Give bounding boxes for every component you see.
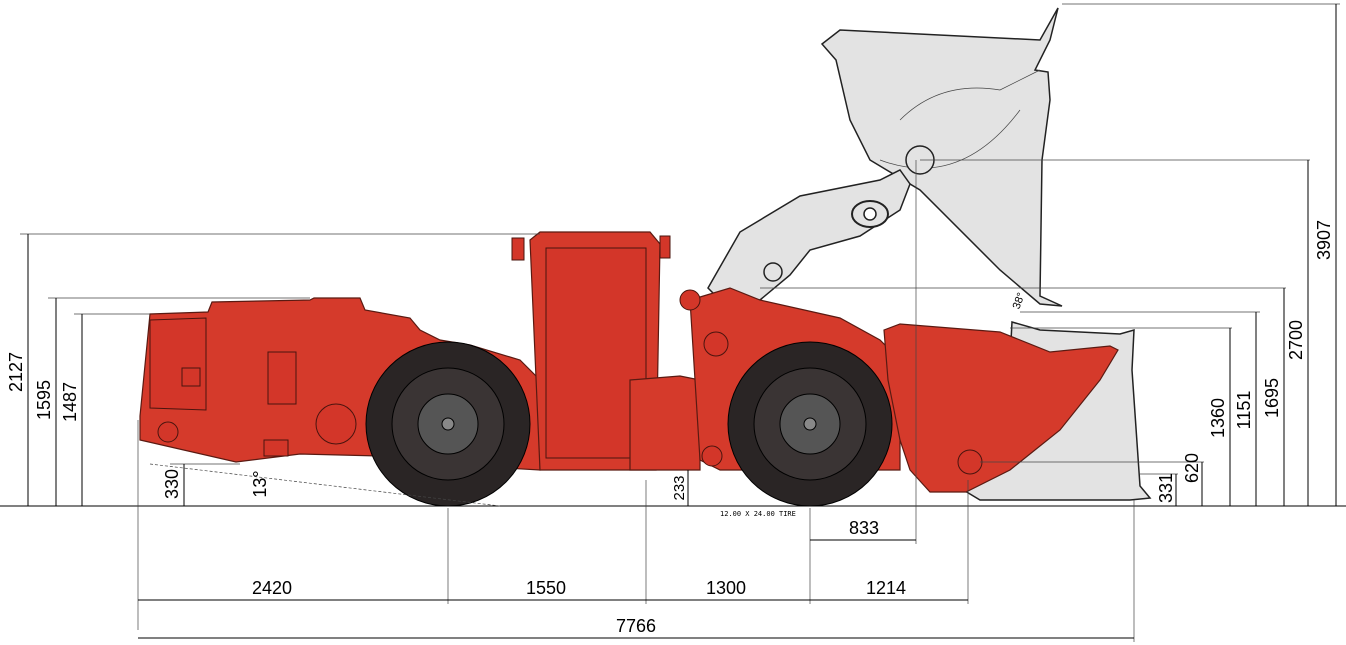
extension-lines	[20, 3, 1340, 642]
dim-1550: 1550	[526, 578, 566, 598]
dim-233: 233	[671, 475, 688, 500]
angle-13: 13°	[250, 470, 270, 497]
tire-label: 12.00 X 24.00 TIRE	[720, 510, 796, 518]
dim-1595: 1595	[34, 380, 54, 420]
dim-620: 620	[1182, 453, 1202, 483]
dim-2420: 2420	[252, 578, 292, 598]
front-tire	[727, 341, 893, 507]
dim-1151: 1151	[1234, 391, 1254, 430]
dim-1487: 1487	[60, 382, 80, 422]
dim-331: 331	[1156, 473, 1176, 503]
dim-330: 330	[162, 469, 182, 499]
boom-arm	[707, 169, 911, 301]
dim-1360: 1360	[1208, 398, 1228, 438]
dimension-lines	[27, 4, 1337, 639]
dim-3907: 3907	[1314, 220, 1334, 260]
dim-833: 833	[849, 518, 879, 538]
raised-bucket	[820, 7, 1063, 307]
dim-1300: 1300	[706, 578, 746, 598]
dim-1695: 1695	[1262, 378, 1282, 418]
dim-7766: 7766	[616, 616, 656, 636]
machine-body	[139, 231, 1119, 493]
dim-1214: 1214	[866, 578, 906, 598]
dim-2700: 2700	[1286, 320, 1306, 360]
dim-2127: 2127	[6, 352, 26, 392]
angle-38: 38°	[1011, 291, 1028, 311]
rear-tire	[365, 341, 531, 507]
